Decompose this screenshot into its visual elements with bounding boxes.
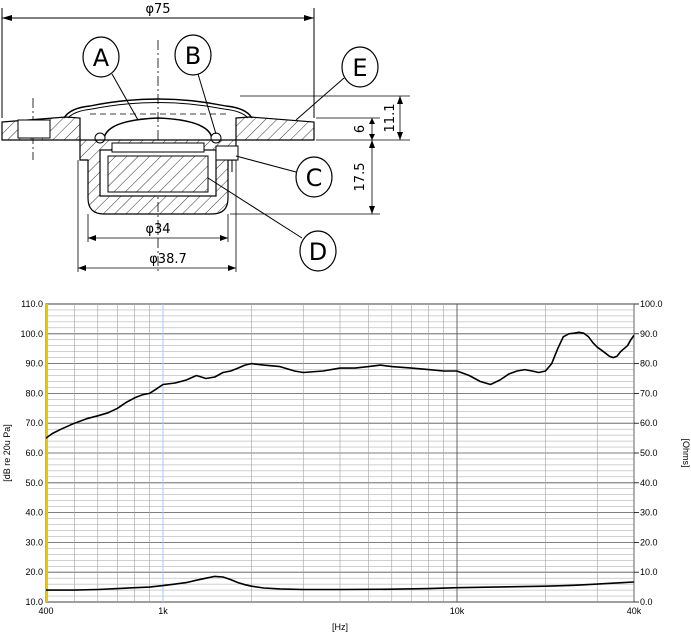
chart-grid <box>45 303 635 603</box>
y-tick-left: 80.0 <box>25 388 43 398</box>
y-tick-left: 30.0 <box>25 537 43 547</box>
svg-text:B: B <box>185 42 201 70</box>
y-tick-left: 60.0 <box>25 448 43 458</box>
magnet-assembly <box>79 139 239 215</box>
svg-text:D: D <box>309 238 327 266</box>
callout-a: A <box>82 36 139 121</box>
y-tick-right: 0.0 <box>640 597 653 607</box>
y-tick-right: 20.0 <box>640 537 658 547</box>
y-tick-left: 110.0 <box>21 299 43 309</box>
svg-text:A: A <box>93 44 110 72</box>
chart-ticks: 10.0 20.0 30.0 40.0 50.0 60.0 70.0 80.0 90.0 100.… <box>20 299 662 616</box>
x-tick: 10k <box>450 606 465 616</box>
y-tick-right: 100.0 <box>640 299 663 309</box>
y-tick-right: 10.0 <box>640 567 658 577</box>
y-tick-left: 100.0 <box>20 329 43 339</box>
dim-magnet-diameter-label: φ34 <box>145 222 170 237</box>
y-tick-right: 90.0 <box>640 329 658 339</box>
y-tick-left: 70.0 <box>25 418 43 428</box>
y-tick-right: 70.0 <box>640 388 658 398</box>
grille-cover <box>63 98 253 119</box>
dimension-bottom-diameters: φ34 φ38.7 <box>77 160 237 272</box>
dim-height-magnet-label: 17.5 <box>353 163 368 192</box>
y-tick-left: 20.0 <box>25 567 43 577</box>
y-tick-right: 40.0 <box>640 478 658 488</box>
frequency-response-chart: 10.0 20.0 30.0 40.0 50.0 60.0 70.0 80.0 90.0 100.… <box>2 299 691 632</box>
y-tick-left: 90.0 <box>25 359 43 369</box>
y-tick-right: 30.0 <box>640 508 658 518</box>
y-tick-right: 50.0 <box>640 448 658 458</box>
dim-cup-diameter-label: φ38.7 <box>149 252 187 267</box>
svg-text:C: C <box>306 164 323 192</box>
speaker-cross-section-drawing: φ75 11.1 <box>1 2 410 272</box>
chart-series <box>45 331 635 591</box>
impedance-curve <box>46 575 635 591</box>
y-tick-left: 10.0 <box>25 597 43 607</box>
callout-c: C <box>235 155 333 198</box>
x-tick: 400 <box>38 606 53 616</box>
y-tick-right: 80.0 <box>640 359 658 369</box>
callout-b: B <box>174 34 217 135</box>
dimension-heights: 11.1 6 17.5 <box>230 95 410 215</box>
x-axis-label: [Hz] <box>332 622 348 632</box>
svg-text:E: E <box>352 54 367 82</box>
dim-height-total-label: 11.1 <box>383 104 398 133</box>
y-axis-left-label: [dB re 20u Pa] <box>2 424 12 482</box>
dim-height-flange-label: 6 <box>353 125 368 133</box>
dim-outer-diameter-label: φ75 <box>145 2 170 17</box>
dimension-outer-diameter: φ75 <box>1 2 315 118</box>
callout-d: D <box>207 177 337 272</box>
x-tick: 1k <box>158 606 168 616</box>
callout-e: E <box>295 46 379 121</box>
y-tick-left: 40.0 <box>25 508 43 518</box>
y-tick-right: 60.0 <box>640 418 658 428</box>
x-tick: 40k <box>627 606 642 616</box>
y-axis-right-label: [Ohms] <box>681 438 691 467</box>
spl-curve <box>45 331 635 439</box>
y-tick-left: 50.0 <box>25 478 43 488</box>
